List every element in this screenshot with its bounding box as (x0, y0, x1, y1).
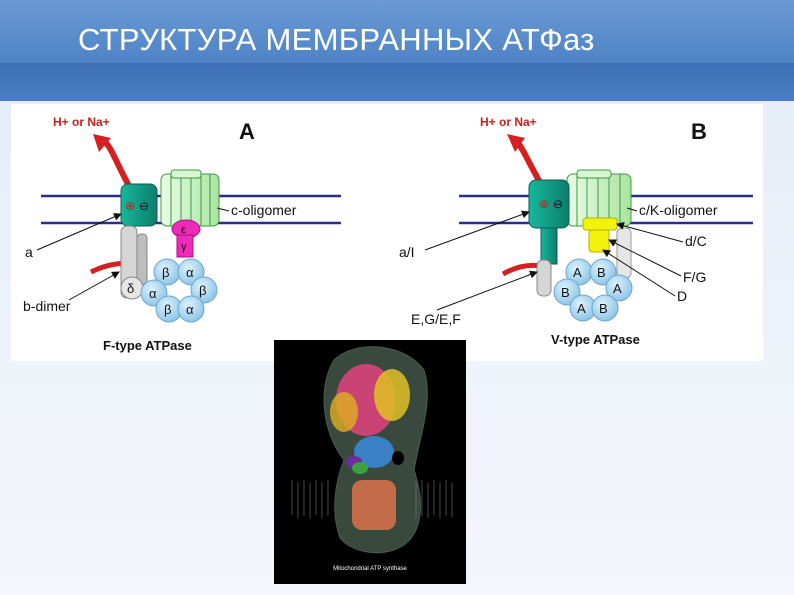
d-c-pointer (616, 221, 684, 243)
gamma-subunit (176, 234, 194, 258)
b-dimer-stalk2-a (136, 233, 148, 285)
egf-stalk (536, 259, 552, 297)
a-label-a: a (25, 244, 33, 260)
f-g-pointer (608, 239, 682, 277)
delta-label: δ (127, 281, 134, 296)
a-i-pointer (424, 210, 530, 251)
f-type-label: F-type ATPase (103, 338, 192, 353)
egf-label: E,G/E,F (411, 311, 461, 327)
alpha-label-2: α (149, 286, 157, 301)
panel-b-letter: B (691, 119, 707, 144)
ion-arrow-a (100, 137, 132, 188)
gamma-label: γ (181, 241, 187, 253)
atp-synthase-image: Mitochondrial ATP synthase (274, 340, 466, 584)
d-pointer (602, 249, 676, 297)
c-oligomer-label-a: c-oligomer (231, 202, 297, 218)
alpha-label-3: α (186, 302, 194, 317)
panel-a: A H+ or Na+ ⊕ ⊖ (23, 115, 341, 353)
charge-minus-a: ⊖ (139, 199, 149, 213)
panel-a-letter: A (239, 119, 255, 144)
c-k-oligomer-pointer (626, 207, 638, 212)
beta-label-2: β (199, 283, 206, 298)
f-g-subunit (588, 229, 610, 253)
b-dimer-pointer (68, 271, 120, 301)
v-b-label-2: B (561, 285, 570, 300)
atpase-diagram-panel: A H+ or Na+ ⊕ ⊖ (11, 104, 763, 361)
ion-arrow-b (514, 139, 544, 186)
v-b-label-3: B (599, 301, 608, 316)
f-g-label: F/G (683, 269, 706, 285)
v-a-label-3: A (577, 301, 586, 316)
slide-header (0, 0, 794, 63)
v-type-label: V-type ATPase (551, 332, 640, 347)
a-i-label: a/I (399, 244, 415, 260)
d-c-subunit (582, 217, 618, 231)
panel-a-ion-label: H+ or Na+ (53, 115, 110, 129)
a-subunit-a (120, 183, 158, 227)
b-dimer-label: b-dimer (23, 298, 71, 314)
v1-head (553, 258, 633, 322)
photo-caption: Mitochondrial ATP synthase (333, 566, 407, 572)
ion-arrowhead-b (507, 134, 525, 152)
a-pointer-a (36, 213, 122, 251)
panel-b: B H+ or Na+ ⊕ ⊖ (399, 115, 753, 347)
panel-b-ion-label: H+ or Na+ (480, 115, 537, 129)
egf-pointer (436, 270, 538, 311)
c-k-oligomer-label: c/K-oligomer (639, 202, 718, 218)
c-oligomer-pointer-a (216, 207, 230, 212)
v-b-label-1: B (597, 265, 606, 280)
c-oligomer-a (160, 169, 220, 227)
a-i-stalk (540, 227, 558, 265)
v-a-label-1: A (573, 265, 582, 280)
beta-label-3: β (164, 302, 171, 317)
charge-minus-b: ⊖ (553, 197, 563, 211)
d-c-label: d/C (685, 233, 707, 249)
charge-plus-b: ⊕ (539, 197, 549, 211)
epsilon-label: ε (181, 224, 186, 236)
egf-stalk-right (616, 227, 632, 279)
f1-head (120, 258, 218, 323)
header-band (0, 63, 794, 101)
d-label: D (677, 288, 687, 304)
v-a-label-2: A (613, 281, 622, 296)
beta-label-1: β (162, 265, 169, 280)
alpha-label-1: α (186, 265, 194, 280)
charge-plus-a: ⊕ (125, 199, 135, 213)
ion-arrowhead-a (93, 134, 111, 152)
slide-title: СТРУКТУРА МЕМБРАННЫХ АТФаз (78, 22, 595, 57)
